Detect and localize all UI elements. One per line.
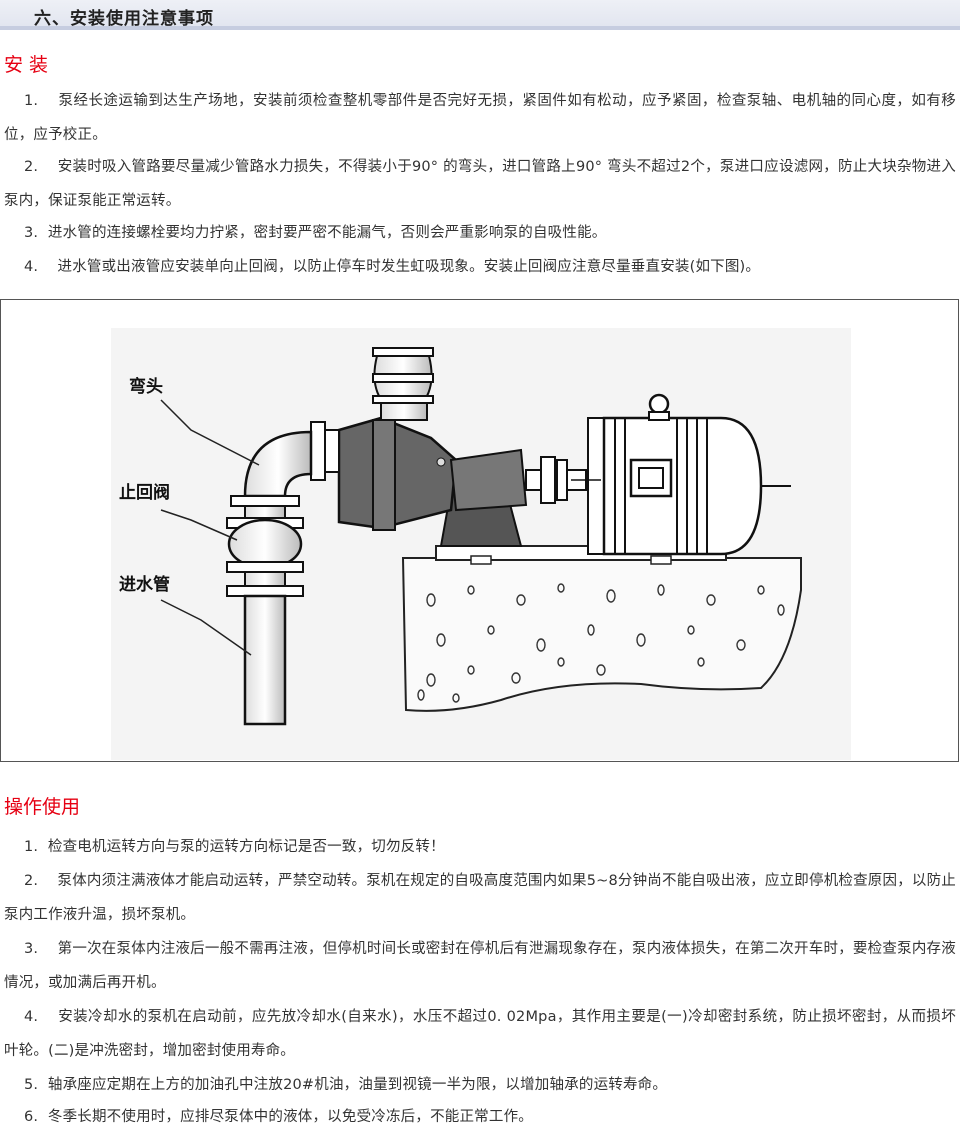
inlet-flange-pump-2 [324,429,340,473]
inlet-pipe [243,594,287,726]
check-valve-body [227,518,303,570]
operation-item-2: 2. 泵体内须注满液体才能启动运转，严禁空动转。泵机在规定的自吸高度范围内如果5… [4,864,956,932]
inlet-flange-pump [310,421,326,481]
coupling-2 [556,459,568,501]
operation-title: 操作使用 [4,796,81,818]
motor-body [602,416,763,556]
pump-flange [372,419,396,531]
operation-item-5-text: 轴承座应定期在上方的加油孔中注放20#机油，油量到视镜一半为限，以增加轴承的运转… [47,1077,668,1093]
pump-bolt-1 [436,457,446,467]
operation-item-6-text: 冬季长期不使用时，应排尽泵体中的液体，以免受冷冻后，不能正常工作。 [47,1109,533,1125]
install-item-1: 1. 泵经长途运输到达生产场地，安装前须检查整机零部件是否完好无损，紧固件如有松… [4,84,956,152]
pump-diagram-drawing [111,328,851,760]
operation-item-2-text: 泵体内须注满液体才能启动运转，严禁空动转。泵机在规定的自吸高度范围内如果5~8分… [4,873,956,923]
install-item-3-num: 3. [24,225,39,241]
install-item-4-num: 4. [24,259,39,275]
base-bolt-2 [650,555,672,565]
install-item-4: 4. 进水管或出液管应安装单向止回阀，以防止停车时发生虹吸现象。安装止回阀应注意… [4,250,956,284]
operation-item-6: 6. 冬季长期不使用时，应排尽泵体中的液体，以免受冷冻后，不能正常工作。 [4,1100,956,1134]
install-item-1-num: 1. [24,93,39,109]
install-item-2-text: 安装时吸入管路要尽量减少管路水力损失，不得装小于90° 的弯头，进口管路上90°… [4,159,956,209]
label-inlet-pipe: 进水管 [119,575,170,595]
section-header-bar: 六、安装使用注意事项 [0,0,960,30]
operation-item-3: 3. 第一次在泵体内注液后一般不需再注液，但停机时间长或密封在停机后有泄漏现象存… [4,932,956,1000]
operation-item-4-text: 安装冷却水的泵机在启动前，应先放冷却水(自来水)，水压不超过0. 02Mpa，其… [4,1009,956,1059]
leader-lines [160,399,260,656]
install-item-1-text: 泵经长途运输到达生产场地，安装前须检查整机零部件是否完好无损，紧固件如有松动，应… [4,93,956,143]
operation-item-3-text: 第一次在泵体内注液后一般不需再注液，但停机时间长或密封在停机后有泄漏现象存在，泵… [4,941,956,991]
install-item-2-num: 2. [24,159,39,175]
motor-lifting-eye [648,393,670,415]
motor-eye-base [648,411,670,421]
base-bolt-1 [470,555,492,565]
section-header-title: 六、安装使用注意事项 [34,9,214,29]
install-item-2: 2. 安装时吸入管路要尽量减少管路水力损失，不得装小于90° 的弯头，进口管路上… [4,150,956,218]
outlet-flange-bottom [372,395,434,404]
outlet-flange-mid [372,373,434,383]
operation-item-1: 1. 检查电机运转方向与泵的运转方向标记是否一致，切勿反转！ [4,830,956,864]
elbow-pipe [243,430,313,498]
operation-item-1-text: 检查电机运转方向与泵的运转方向标记是否一致，切勿反转！ [47,839,445,855]
concrete-foundation [401,557,802,712]
install-item-4-text: 进水管或出液管应安装单向止回阀，以防止停车时发生虹吸现象。安装止回阀应注意尽量垂… [57,259,761,275]
elbow-flange [230,495,300,507]
foundation-texture [417,583,785,703]
motor-end-flange [587,417,605,555]
install-item-3: 3. 进水管的连接螺栓要均力拧紧，密封要严密不能漏气，否则会严重影响泵的自吸性能… [4,216,956,250]
operation-item-3-num: 3. [24,941,39,957]
operation-item-6-num: 6. [24,1109,39,1125]
install-item-3-text: 进水管的连接螺栓要均力拧紧，密封要严密不能漏气，否则会严重影响泵的自吸性能。 [47,225,607,241]
operation-item-1-num: 1. [24,839,39,855]
motor-fins [614,418,708,554]
install-title: 安 装 [4,54,49,76]
motor-terminal-cover [638,467,664,489]
valve-lower-flange [226,561,304,573]
operation-item-4: 4. 安装冷却水的泵机在启动前，应先放冷却水(自来水)，水压不超过0. 02Mp… [4,1000,956,1068]
label-elbow: 弯头 [129,377,163,397]
coupling-1 [540,456,556,504]
pipe-flange [226,585,304,597]
operation-item-4-num: 4. [24,1009,39,1025]
operation-item-5-num: 5. [24,1077,39,1093]
label-check-valve: 止回阀 [119,483,170,503]
operation-item-2-num: 2. [24,873,39,889]
bearing-housing [449,448,528,512]
valve-lower-pipe [244,571,286,587]
pump-installation-diagram: 弯头 止回阀 进水管 [0,299,959,762]
operation-item-5: 5. 轴承座应定期在上方的加油孔中注放20#机油，油量到视镜一半为限，以增加轴承… [4,1068,956,1102]
outlet-flange-top [372,347,434,357]
